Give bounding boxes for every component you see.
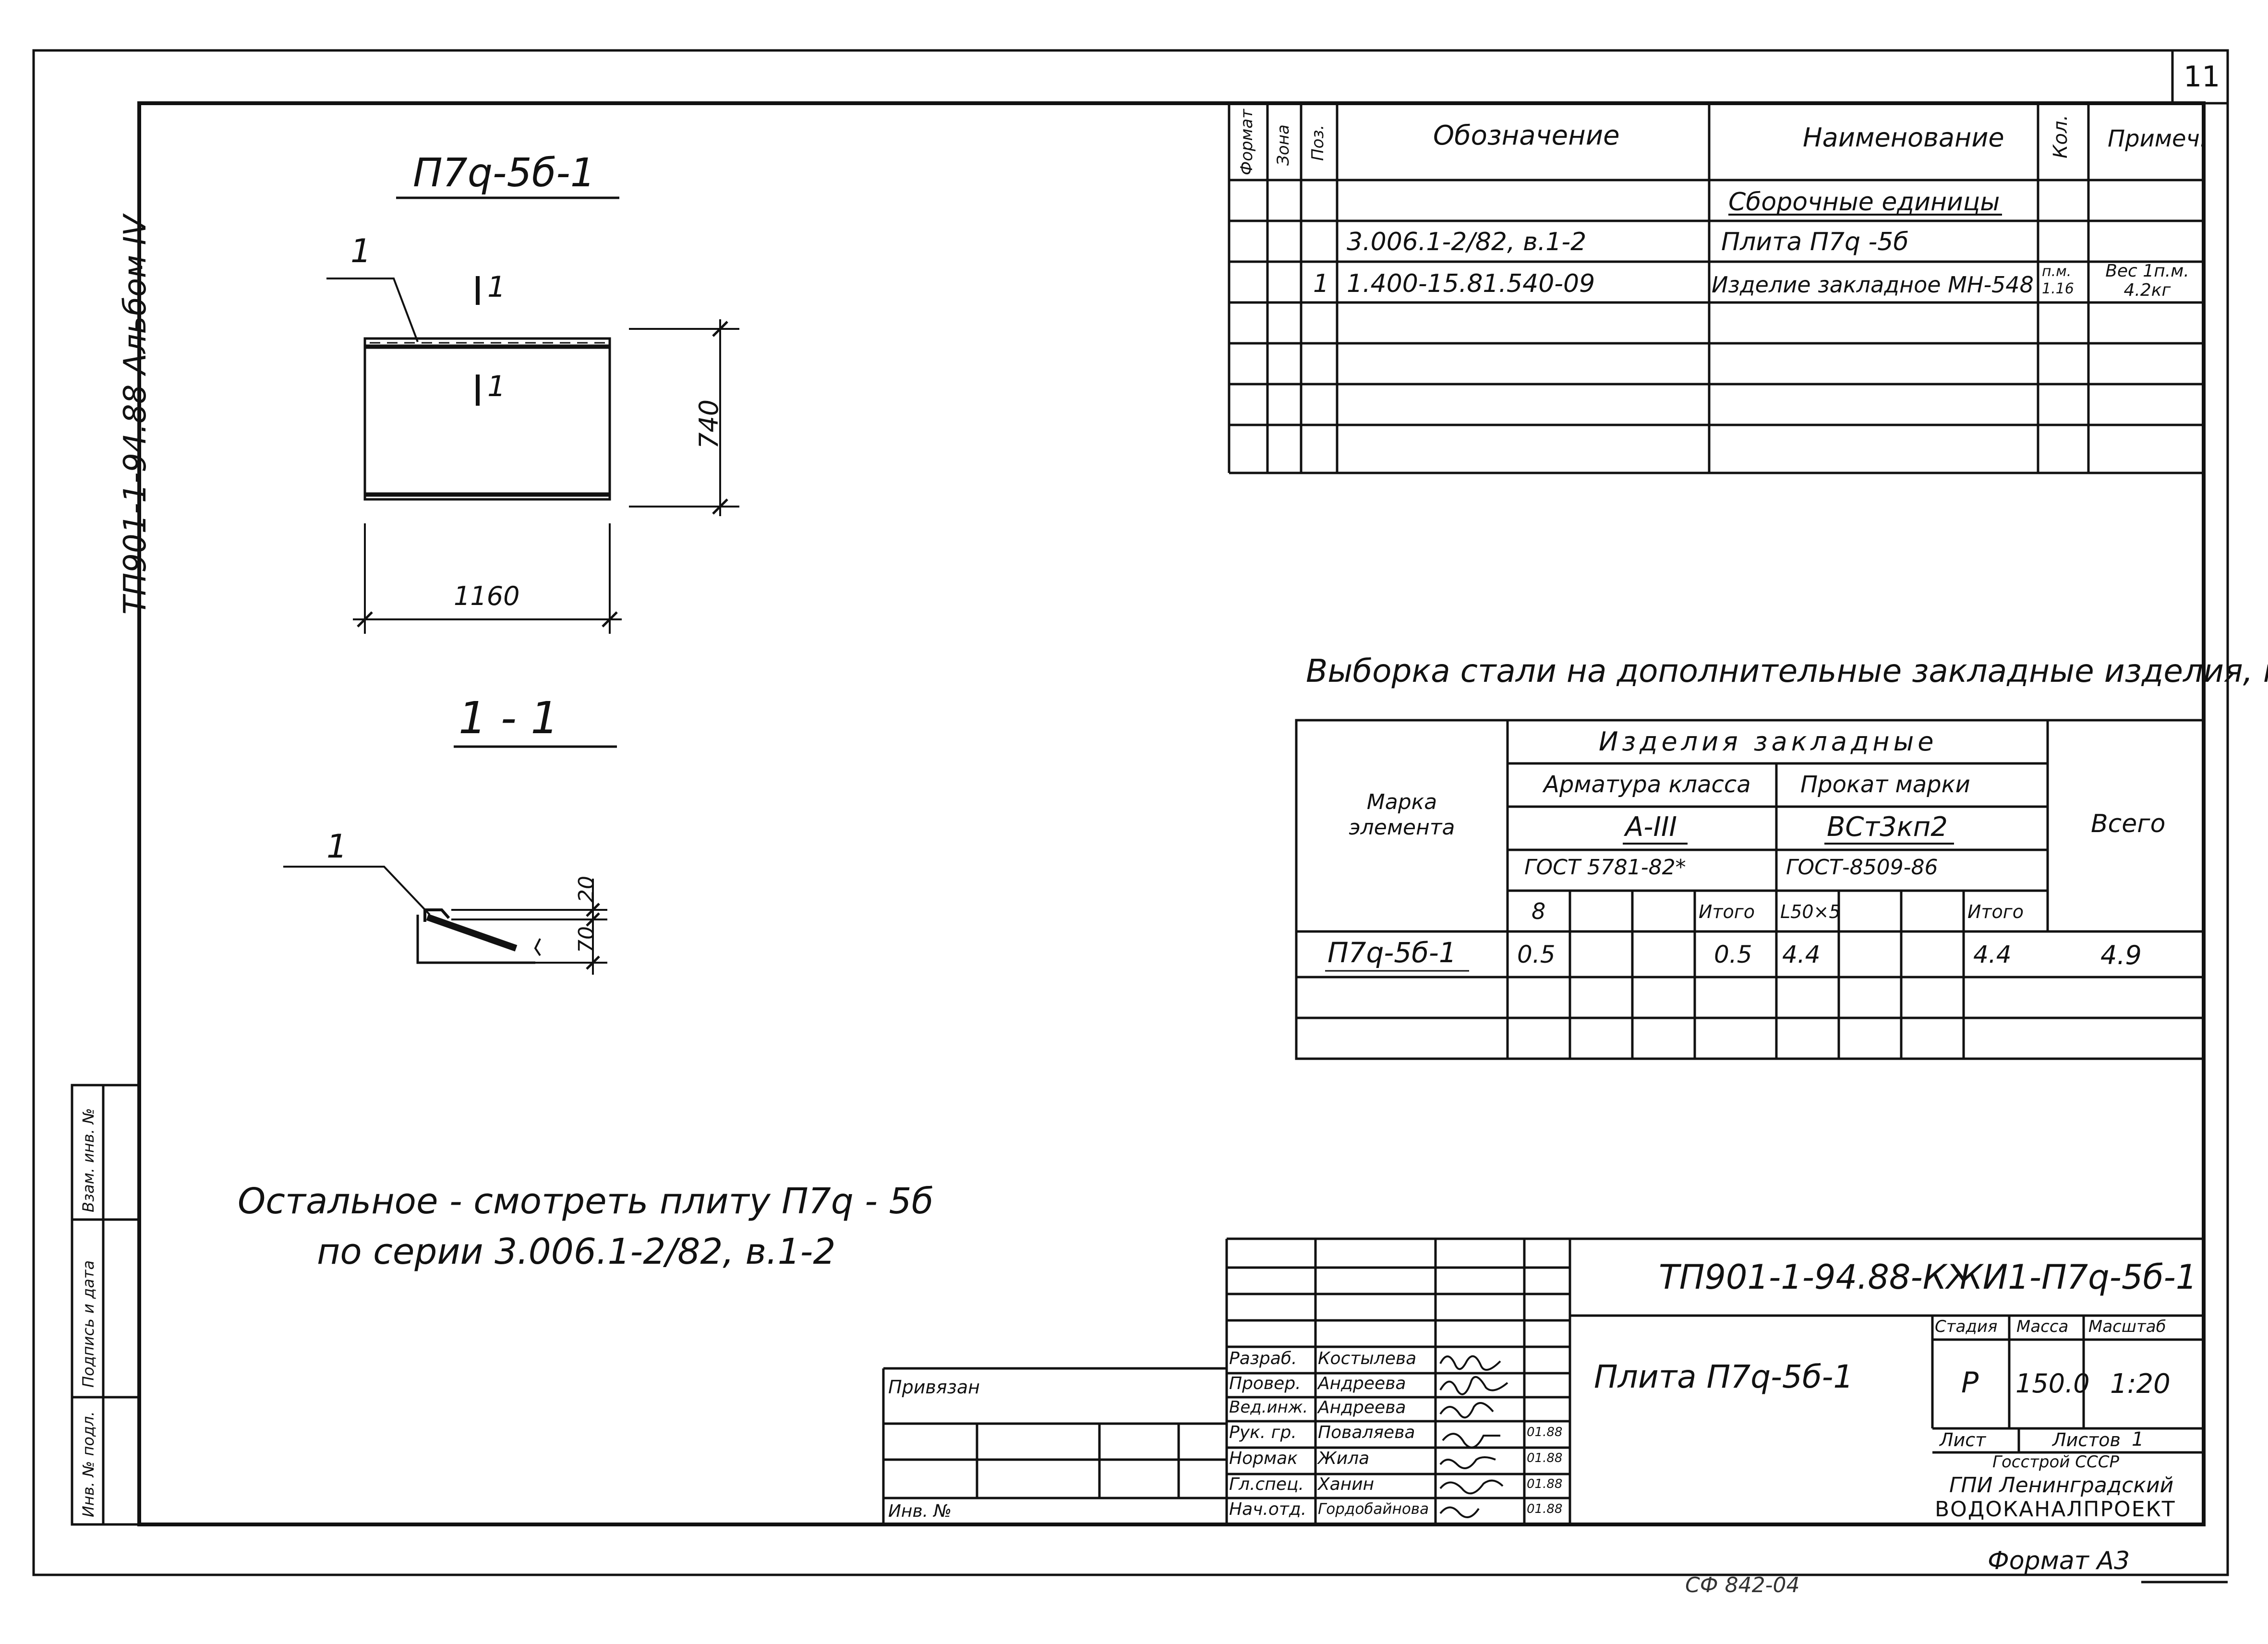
person-name-2: Андреева [1318, 1374, 1406, 1393]
plan-cut-mark-top: 1 [487, 270, 506, 304]
steel-rolled-grade: ВСт3кп2 [1827, 811, 1948, 843]
plan-cut-mark-bottom: 1 [487, 370, 506, 403]
person-role-4: Рук. гр. [1229, 1423, 1297, 1442]
steel-total-header: Всего [2091, 810, 2166, 838]
person-role-1: Разраб. [1229, 1349, 1297, 1368]
sheets-label: Листов [2052, 1429, 2121, 1451]
person-name-3: Андреева [1318, 1398, 1406, 1417]
person-name-5: Жила [1318, 1449, 1370, 1468]
sheets-count: 1 [2132, 1428, 2144, 1451]
person-date-4: 01.88 [1527, 1425, 1563, 1439]
scale-value: 1:20 [2110, 1368, 2171, 1400]
steel-rebar-gost: ГОСТ 5781-82* [1524, 855, 1686, 880]
steel-group-header: Изделия закладные [1599, 726, 1938, 757]
section-view [283, 866, 607, 975]
person-role-5: Нормак [1229, 1449, 1298, 1468]
steel-rebar-header: Арматура класса [1544, 771, 1751, 798]
person-role-6: Гл.спец. [1229, 1475, 1304, 1494]
steel-rebar-class: А-III [1625, 811, 1677, 843]
privyazan-inv-label: Инв. № [888, 1501, 952, 1521]
person-date-5: 01.88 [1527, 1451, 1563, 1465]
steel-row-value-1: 0.5 [1517, 941, 1556, 968]
section-callout: 1 [326, 828, 348, 866]
side-stamp-grid [71, 1084, 141, 1526]
spec-row-1-designation: 3.006.1-2/82, в.1-2 [1347, 228, 1587, 256]
spec-row-1-name: Плита П7q -5б [1721, 228, 1909, 256]
person-name-4: Поваляева [1318, 1423, 1415, 1442]
steel-table-grid [1295, 719, 2205, 1060]
steel-mark-header: Марка элемента [1349, 790, 1455, 840]
spec-section-label: Сборочные единицы [1728, 188, 2000, 217]
sheet-label: Лист [1940, 1429, 1986, 1451]
spec-row-2-pos: 1 [1313, 269, 1329, 298]
format-label: Формат А3 [1988, 1547, 2130, 1575]
title-block-grid [1225, 1237, 2204, 1524]
person-date-6: 01.88 [1527, 1477, 1563, 1491]
note-line-2: по серии 3.006.1-2/82, в.1-2 [317, 1231, 836, 1272]
org-line-3: ВОДОКАНАЛПРОЕКТ [1935, 1497, 2176, 1522]
privyazan-label: Привязан [888, 1377, 980, 1398]
spec-row-2-name: Изделие закладное МН-548 [1712, 272, 2034, 298]
spec-header-name: Наименование [1803, 122, 2004, 153]
spec-row-2-note: Вес 1п.м. 4.2кг [2105, 261, 2189, 300]
steel-sub-header-4: Итого [1699, 901, 1755, 922]
steel-table-title: Выборка стали на дополнительные закладны… [1306, 653, 2268, 689]
privyazan-block-grid [882, 1367, 1227, 1524]
steel-sub-header-1: 8 [1532, 898, 1546, 924]
person-name-7: Гордобайнова [1318, 1500, 1429, 1518]
sheet-number: 11 [2184, 60, 2220, 94]
sheet-number-box [2171, 49, 2229, 105]
mass-label: Масса [2016, 1317, 2069, 1336]
person-name-6: Ханин [1318, 1475, 1375, 1494]
person-role-2: Провер. [1229, 1374, 1301, 1393]
note-line-1: Остальное - смотреть плиту П7q - 5б [238, 1181, 934, 1222]
steel-row-total: 4.9 [2100, 940, 2142, 970]
org-line-2: ГПИ Ленинградский [1949, 1473, 2174, 1498]
steel-row-mark: П7q-5б-1 [1327, 936, 1457, 969]
person-role-7: Нач.отд. [1229, 1499, 1307, 1519]
stage-label: Стадия [1935, 1317, 1998, 1336]
spec-header-designation: Обозначение [1433, 120, 1620, 151]
person-date-7: 01.88 [1527, 1502, 1563, 1516]
plan-dim-width: 1160 [454, 581, 520, 611]
slab-plan-view [326, 276, 739, 634]
spec-header-note: Примеч. [2108, 125, 2208, 152]
plan-callout: 1 [350, 232, 372, 270]
steel-rolled-header: Прокат марки [1800, 771, 1970, 798]
spec-row-2-qty: п.м. 1.16 [2042, 263, 2074, 297]
document-code: ТП901-1-94.88-КЖИ1-П7q-5б-1 [1659, 1257, 2197, 1297]
section-title: 1 - 1 [458, 692, 559, 744]
product-name: Плита П7q-5б-1 [1594, 1358, 1854, 1395]
steel-row-value-8: 4.4 [1973, 941, 2012, 968]
stage-value: Р [1961, 1366, 1979, 1400]
spec-row-2-designation: 1.400-15.81.540-09 [1347, 269, 1595, 298]
copy-mark: СФ 842-04 [1685, 1573, 1800, 1597]
mass-value: 150.0 [2015, 1368, 2090, 1399]
plan-title: П7q-5б-1 [413, 150, 595, 196]
trim-border [32, 49, 2229, 1576]
steel-sub-header-5: L50×5 [1780, 901, 1841, 922]
steel-row-value-4: 0.5 [1714, 941, 1752, 968]
person-role-3: Вед.инж. [1229, 1398, 1308, 1417]
spec-table-grid [1228, 103, 2204, 474]
person-name-1: Костылева [1318, 1349, 1417, 1368]
steel-row-value-5: 4.4 [1782, 941, 1821, 968]
steel-rolled-gost: ГОСТ-8509-86 [1786, 855, 1938, 880]
scale-label: Масштаб [2088, 1317, 2166, 1336]
steel-sub-header-8: Итого [1967, 901, 2024, 922]
org-line-1: Госстрой СССР [1992, 1452, 2119, 1472]
